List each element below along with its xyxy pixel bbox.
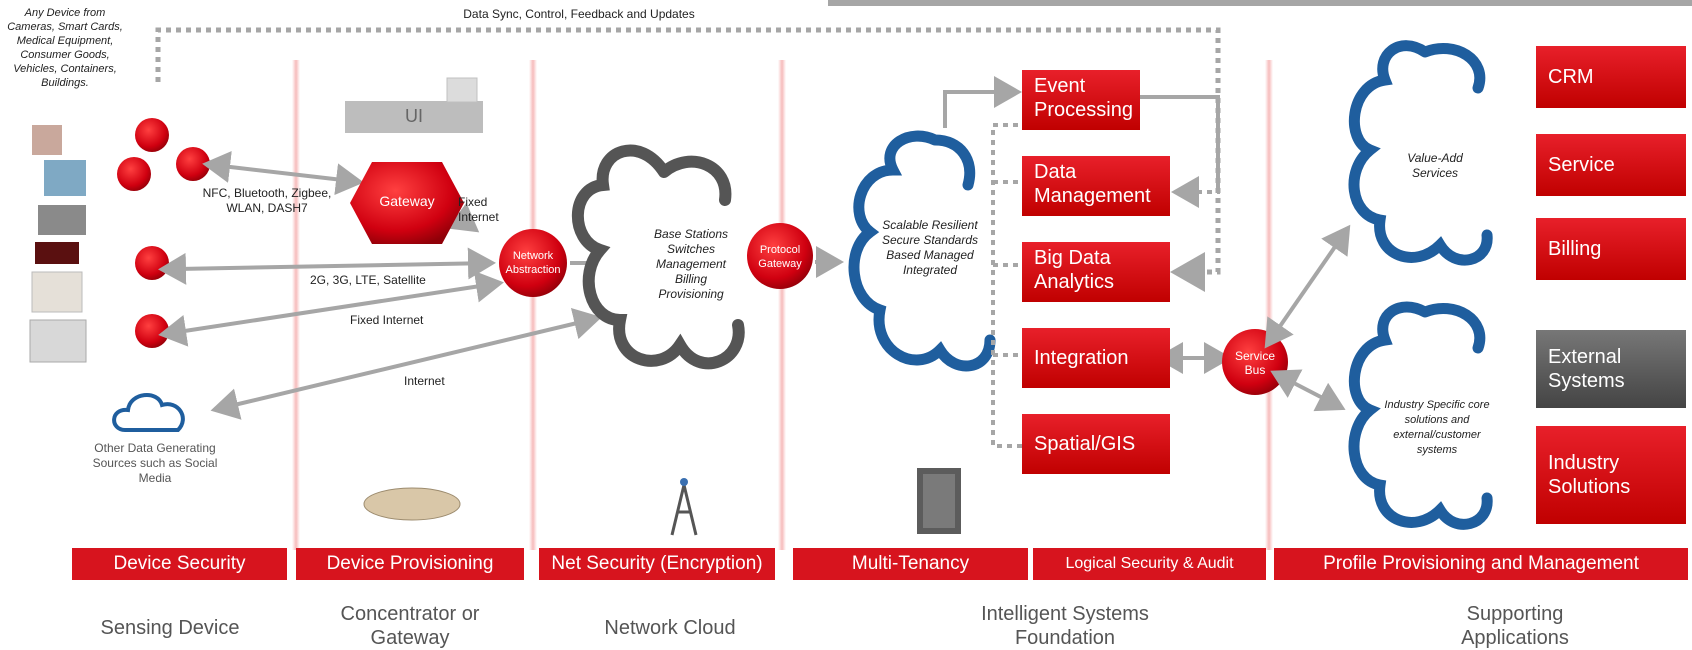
device-image [44,160,86,196]
protocol-gateway-circle [747,223,813,289]
box-event-processing: Event Processing [1022,70,1140,130]
column-label-gateway: Concentrator or Gateway [340,603,480,649]
arrow-nfc [202,151,364,196]
bar-multi-tenancy: Multi-Tenancy [793,548,1028,580]
device-circle [176,147,210,181]
foundation-cloud-shape [848,130,996,372]
device-circle [135,314,169,348]
cloud-icon [112,393,185,432]
protocol-gateway-label: Protocol Gateway [758,244,802,270]
industry-specific-text: Industry Specific core solutions and ext… [1384,399,1490,456]
device-image [35,242,79,264]
column-divider [529,60,537,550]
column-divider [778,60,786,550]
tower-icon-top [680,478,688,486]
arrow-internet [210,308,602,420]
box-big-data-analytics: Big Data Analytics [1022,242,1170,302]
network-cloud-shape [571,144,745,370]
device-image [29,319,87,363]
arrow-bus-valueadd [1264,224,1351,349]
box-data-management: Data Management [1022,156,1170,216]
ui-box [345,101,483,133]
dotted-foundation-links [991,123,1022,448]
device-image [31,271,83,313]
modem-image [363,487,461,521]
bar-device-provisioning: Device Provisioning [296,548,524,580]
arrow-cellular [158,247,496,285]
column-label-foundation: Intelligent Systems Foundation [981,603,1149,649]
bar-logical-security: Logical Security & Audit [1033,548,1266,580]
value-add-cloud-shape [1348,40,1493,266]
box-crm: CRM [1536,46,1686,108]
column-label-network: Network Cloud [604,617,736,639]
device-image [38,205,86,235]
ui-device-image [446,77,478,103]
tower-icon [670,484,698,536]
arrow-bus-industry [1270,369,1346,412]
device-circle [135,246,169,280]
box-service: Service [1536,134,1686,196]
bar-device-security: Device Security [72,548,287,580]
sync-label: Data Sync, Control, Feedback and Updates [463,7,695,21]
network-abstraction-circle [499,229,567,297]
industry-cloud-shape [1348,301,1493,530]
service-bus-label: Service Bus [1234,349,1275,377]
network-cloud-text: Base Stations Switches Management Billin… [653,227,729,301]
conn-nfc-label: NFC, Bluetooth, Zigbee, WLAN, DASH7 [202,186,332,215]
conn-fixed-label: Fixed Internet [350,313,424,327]
box-integration: Integration [1022,328,1170,388]
other-sources-text: Other Data Generating Sources such as So… [92,441,218,485]
sync-dotted-branch [1171,78,1220,208]
box-industry-solutions: Industry Solutions [1536,426,1686,524]
bar-net-security: Net Security (Encryption) [539,548,775,580]
any-device-text: Any Device from Cameras, Smart Cards, Me… [7,7,123,89]
device-circle [117,157,151,191]
sync-dotted-line [155,27,1221,292]
box-spatial-gis: Spatial/GIS [1022,414,1170,474]
gateway-label: Gateway [379,193,435,209]
bar-profile-provisioning: Profile Provisioning and Management [1274,548,1688,580]
gateway-fixed-internet: Fixed Internet [458,195,499,224]
value-add-text: Value-Add Services [1407,151,1463,180]
network-abstraction-label: Network Abstraction [505,250,561,276]
conn-cellular-label: 2G, 3G, LTE, Satellite [310,273,426,287]
arrow-event-to-data [1140,95,1220,190]
server-image-light [923,474,955,528]
device-circle [135,118,169,152]
column-label-sensing: Sensing Device [100,617,240,639]
column-label-apps: Supporting Applications [1461,603,1569,649]
ui-label: UI [405,106,423,126]
top-band [828,0,1692,6]
arrow-cloud-to-event [943,76,1022,128]
foundation-cloud-text: Scalable Resilient Secure Standards Base… [881,218,979,277]
box-billing: Billing [1536,218,1686,280]
device-image [32,125,62,155]
conn-internet-label: Internet [404,374,445,388]
box-external-systems: External Systems [1536,330,1686,408]
gateway-hexagon [350,162,464,244]
